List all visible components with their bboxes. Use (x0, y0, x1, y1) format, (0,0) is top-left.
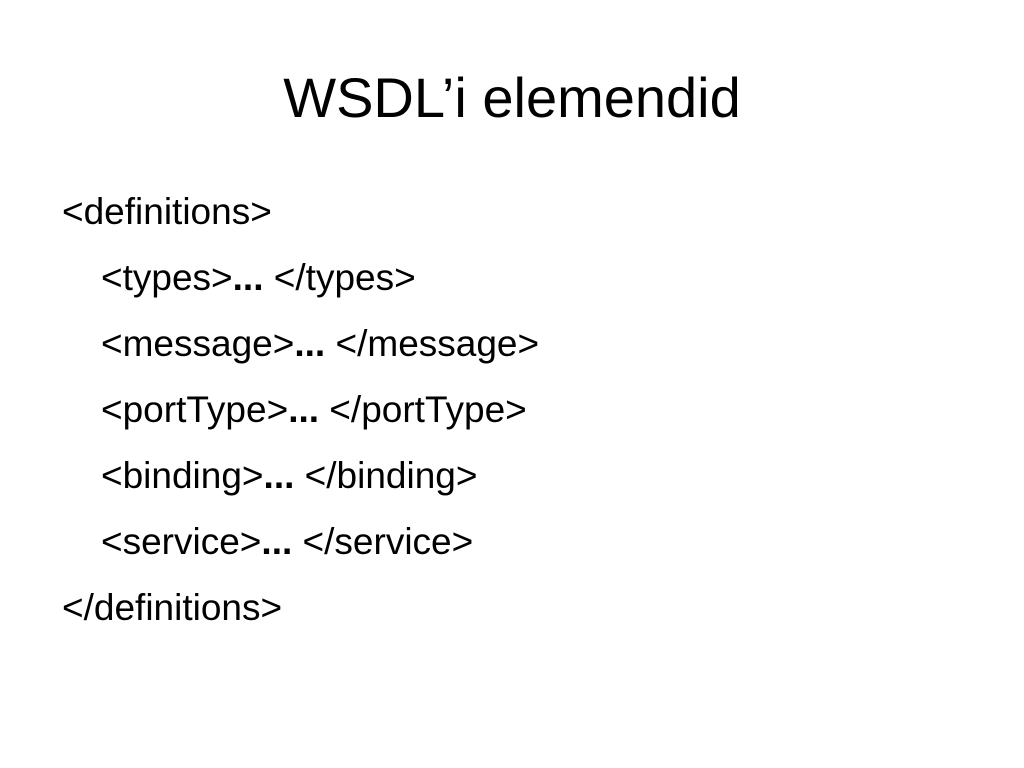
binding-close-tag: </binding> (294, 455, 478, 496)
service-close-tag: </service> (292, 521, 474, 562)
message-line: <message>... </message> (62, 322, 962, 388)
definitions-close-tag: </definitions> (62, 587, 283, 628)
service-ellipsis: ... (261, 521, 293, 562)
code-listing: <definitions> <types>... </types> <messa… (62, 190, 962, 652)
binding-line: <binding>... </binding> (62, 454, 962, 520)
types-open-tag: <types> (101, 257, 233, 298)
types-close-tag: </types> (263, 257, 416, 298)
service-line: <service>... </service> (62, 520, 962, 586)
message-open-tag: <message> (101, 323, 295, 364)
types-line: <types>... </types> (62, 256, 962, 322)
binding-open-tag: <binding> (101, 455, 264, 496)
binding-ellipsis: ... (263, 455, 295, 496)
slide-title: WSDL’i elemendid (283, 66, 741, 129)
service-open-tag: <service> (101, 521, 262, 562)
message-ellipsis: ... (294, 323, 326, 364)
message-close-tag: </message> (325, 323, 540, 364)
definitions-close-line: </definitions> (62, 586, 962, 652)
definitions-open-tag: <definitions> (62, 191, 272, 232)
porttype-close-tag: </portType> (319, 389, 527, 430)
porttype-ellipsis: ... (288, 389, 320, 430)
porttype-line: <portType>... </portType> (62, 388, 962, 454)
porttype-open-tag: <portType> (101, 389, 289, 430)
types-ellipsis: ... (232, 257, 264, 298)
definitions-open-line: <definitions> (62, 190, 962, 256)
